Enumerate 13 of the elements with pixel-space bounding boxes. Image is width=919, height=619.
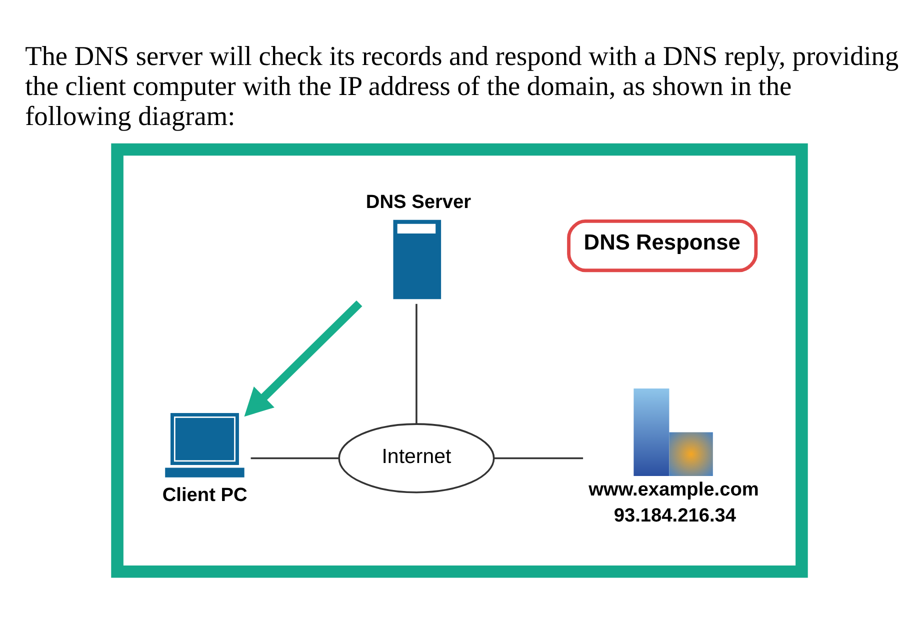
node-label: 93.184.216.34: [614, 504, 736, 526]
node-label: DNS Server: [366, 191, 472, 212]
node-box: [393, 219, 442, 299]
node-label: Client PC: [162, 484, 248, 506]
node-box: DNS Response: [567, 219, 758, 272]
arrow: [244, 300, 362, 416]
connector: [250, 456, 339, 459]
diagram-title: The DNS server will check its records and respond with a DNS reply, providing the client computer with the IP address of the domain, as shown in the following diagram:: [25, 40, 899, 130]
connector: [494, 456, 584, 459]
node-label: www.example.com: [588, 478, 759, 500]
cluster: [111, 142, 808, 578]
connector: [416, 303, 418, 424]
node-ellipse: Internet: [338, 422, 495, 493]
